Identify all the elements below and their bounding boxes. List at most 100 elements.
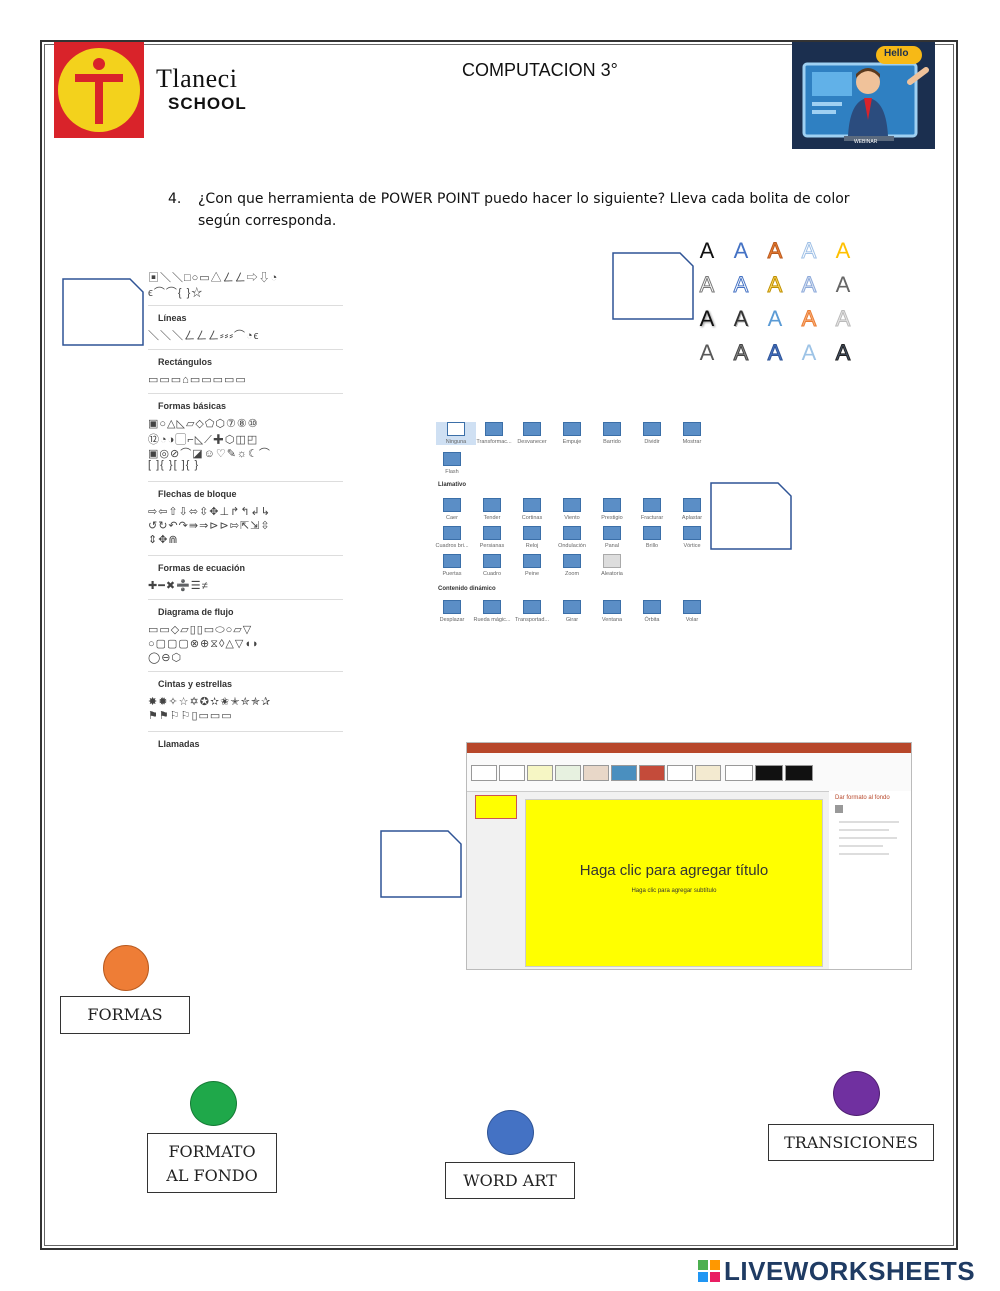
basic-shapes-row-4: [ ]{ }[ ]{ } (148, 459, 200, 471)
wordart-sample: A (699, 306, 715, 331)
ppt-ribbon (467, 753, 911, 792)
label-word-art: WORD ART (445, 1162, 575, 1199)
ppt-title-bar (467, 743, 911, 753)
transition-item: Empuje (552, 422, 592, 445)
page-title: COMPUTACION 3° (462, 60, 618, 80)
wordart-sample: A (835, 272, 851, 297)
section-block-arrows: Flechas de bloque (158, 489, 237, 499)
transition-item: Cuadro (472, 554, 512, 577)
label-formas: FORMAS (60, 996, 190, 1034)
transition-item: Transportad... (512, 600, 552, 623)
transition-item: Prestigio (592, 498, 632, 521)
transition-item: Órbita (632, 600, 672, 623)
recent-shapes-row-2: ϵ⌒⌒{ }☆ (148, 287, 204, 299)
transition-item: Caer (432, 498, 472, 521)
wordart-sample: A (733, 238, 749, 263)
wordart-sample: A (699, 238, 715, 263)
question-text: ¿Con que herramienta de POWER POINT pued… (198, 191, 850, 229)
transitions-gallery: Ninguna Transformac... Desvanecer Empuje… (434, 418, 724, 628)
page-frame-inner (44, 44, 954, 1246)
slide-subtitle-placeholder: Haga clic para agregar subtítulo (631, 888, 717, 894)
flowchart-row-1: ▭▭◇▱▯▯▭⬭○▱▽ (148, 624, 253, 636)
wordart-sample: A (835, 238, 851, 263)
liveworksheets-brand: LIVEWORKSHEETS (698, 1256, 975, 1287)
label-transiciones: TRANSICIONES (768, 1124, 934, 1161)
drop-zone-shapes[interactable] (62, 278, 144, 346)
transition-item: Panal (592, 526, 632, 549)
slide-canvas: Haga clic para agregar título Haga clic … (525, 799, 823, 967)
drop-zone-transitions[interactable] (710, 482, 792, 550)
flowchart-row-3: ◯⊖⬡ (148, 652, 183, 664)
basic-shapes-row-2: ⑫◔◑▢⌐◺⟋✚⬡◫◰ (148, 434, 259, 446)
transition-item: Flash (432, 452, 472, 475)
transition-item: Transformac... (474, 422, 514, 445)
section-flowchart: Diagrama de flujo (158, 607, 234, 617)
ribbons-row-2: ⚑⚑⚐⚐▯▭▭▭ (148, 710, 233, 722)
transition-item: Girar (552, 600, 592, 623)
wordart-sample: A (801, 306, 817, 332)
transition-item: Desplazar (432, 600, 472, 623)
equation-shapes-row: ✚━✖➗☰≠ (148, 580, 209, 592)
transition-item: Ventana (592, 600, 632, 623)
liveworksheets-logo-icon (698, 1260, 720, 1282)
hello-bubble-text: Hello (884, 48, 909, 59)
label-formato-al-fondo: FORMATO AL FONDO (147, 1133, 277, 1193)
transition-item: Vórtice (672, 526, 712, 549)
drop-zone-background[interactable] (380, 830, 462, 898)
wordart-sample: A (767, 238, 783, 264)
section-equation-shapes: Formas de ecuación (158, 563, 246, 573)
transition-item: Ninguna (436, 422, 476, 445)
wordart-sample: A (767, 272, 783, 298)
transition-item: Tender (472, 498, 512, 521)
section-lines: Líneas (158, 313, 187, 323)
powerpoint-window: Haga clic para agregar título Haga clic … (466, 742, 912, 970)
wordart-sample: A (835, 306, 851, 332)
transition-item: Barrido (592, 422, 632, 445)
school-logo (54, 42, 144, 138)
block-arrows-row-3: ⇕✥⋒ (148, 534, 179, 546)
wordart-sample: A (733, 272, 749, 298)
block-arrows-row-2: ↺↻↶↷⇛⇒⊳⊳⇰⇱⇲⇳ (148, 520, 271, 532)
ribbons-row-1: ✸✹✧☆✡✪✫✬✭✮✯✰ (148, 696, 272, 708)
transition-item: Aleatoria (592, 554, 632, 577)
blue-dot[interactable] (487, 1110, 534, 1155)
transition-item: Persianas (472, 526, 512, 549)
transition-item: Brillo (632, 526, 672, 549)
transition-item: Cortinas (512, 498, 552, 521)
transition-item: Desvanecer (512, 422, 552, 445)
transition-item: Zoom (552, 554, 592, 577)
basic-shapes-row-3: ▣◎⊘⌒◪☺♡✎☼☾⌒ (148, 448, 271, 460)
wordart-sample: A (733, 306, 749, 331)
wordart-sample: A (835, 340, 851, 366)
school-name: Tlaneci (156, 64, 238, 93)
brand-text: LIVEWORKSHEETS (724, 1256, 976, 1286)
transition-item: Ondulación (552, 526, 592, 549)
wordart-gallery: A A A A A A A A A A A A A A A A A A A A (696, 238, 866, 368)
shapes-gallery: ▣＼＼□○▭△ㄥㄥ⇨⇩◔ ϵ⌒⌒{ }☆ Líneas ＼＼＼ㄥㄥㄥ⸗⸗⸗⌒◔ϵ… (146, 265, 346, 755)
section-ribbons-stars: Cintas y estrellas (158, 679, 233, 689)
webinar-illustration: Hello WEBINAR (792, 42, 935, 149)
transition-item: Viento (552, 498, 592, 521)
slide-thumbnail (475, 795, 517, 819)
transition-item: Reloj (512, 526, 552, 549)
purple-dot[interactable] (833, 1071, 880, 1116)
lines-row: ＼＼＼ㄥㄥㄥ⸗⸗⸗⌒◔ϵ (148, 330, 260, 342)
block-arrows-row-1: ⇨⇦⇧⇩⬄⇳✥⊥↱↰↲↳ (148, 506, 271, 518)
green-dot[interactable] (190, 1081, 237, 1126)
section-callouts: Llamadas (158, 739, 200, 749)
wordart-sample: A (733, 340, 749, 366)
recent-shapes-row: ▣＼＼□○▭△ㄥㄥ⇨⇩◔ (148, 272, 279, 284)
orange-dot[interactable] (103, 945, 149, 991)
question-number: 4. (168, 191, 182, 207)
wordart-sample: A (699, 272, 715, 298)
school-subtitle: SCHOOL (168, 94, 247, 113)
drop-zone-wordart[interactable] (612, 252, 694, 320)
format-background-pane: Dar formato al fondo (829, 791, 911, 969)
transition-item: Fracturar (632, 498, 672, 521)
transition-item: Peine (512, 554, 552, 577)
page-frame-outer (40, 40, 958, 1250)
wordart-sample: A (767, 340, 783, 366)
wordart-sample: A (699, 340, 715, 365)
transition-item: Aplastar (672, 498, 712, 521)
transition-item: Puertas (432, 554, 472, 577)
